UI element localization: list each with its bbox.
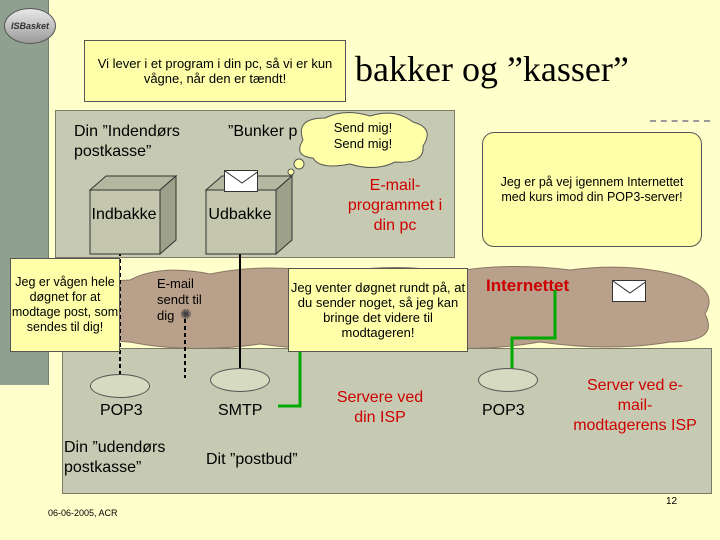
bunker-label: ”Bunker på entré bbox=[228, 123, 298, 140]
pop3-right-label: POP3 bbox=[482, 402, 525, 419]
envelope-icon bbox=[612, 280, 646, 302]
envelope-icon bbox=[224, 170, 258, 192]
smtp-cylinder bbox=[210, 368, 270, 392]
right-dashes bbox=[650, 120, 710, 123]
isbasket-logo: ISBasket bbox=[4, 8, 56, 44]
pc-callout: Vi lever i et program i din pc, så vi er… bbox=[84, 40, 346, 102]
waiting-callout: Jeg venter døgnet rundt på, at du sender… bbox=[288, 268, 468, 352]
email-sent-label: E-mail sendt til dig bbox=[157, 276, 202, 323]
travel-callout: Jeg er på vej igennem Internettet med ku… bbox=[482, 132, 702, 247]
send-me-bubble bbox=[287, 112, 428, 176]
send-me-text: Send mig! Send mig! bbox=[333, 120, 393, 151]
waiting-callout-text: Jeg venter døgnet rundt på, at du sender… bbox=[290, 280, 466, 340]
smtp-connector bbox=[278, 352, 302, 408]
inbox-label: Indbakke bbox=[91, 206, 157, 223]
inbox-box bbox=[88, 174, 178, 256]
pc-callout-text: Vi lever i et program i din pc, så vi er… bbox=[97, 56, 333, 86]
internet-label: Internettet bbox=[486, 276, 570, 295]
page-number: 12 bbox=[666, 496, 678, 507]
pop3-left-label: POP3 bbox=[100, 402, 143, 419]
pop3-connector bbox=[510, 290, 557, 372]
servers-isp-label: Servere ved din ISP bbox=[336, 389, 424, 426]
travel-callout-text: Jeg er på vej igennem Internettet med ku… bbox=[500, 174, 684, 204]
indoor-mailbox-label: Din ”Indendørs postkasse” bbox=[74, 123, 180, 160]
outdoor-mailbox-label: Din ”udendørs postkasse” bbox=[64, 439, 166, 476]
email-program-label: E-mail-programmet i din pc bbox=[347, 177, 443, 234]
footer-date: 06-06-2005, ACR bbox=[48, 508, 118, 518]
pop3-left-cylinder bbox=[90, 374, 150, 398]
slide-title: bakker og ”kasser” bbox=[355, 49, 629, 89]
awake-callout: Jeg er vågen hele døgnet for at modtage … bbox=[10, 258, 120, 352]
smtp-label: SMTP bbox=[218, 402, 263, 419]
outbox-label: Udbakke bbox=[208, 206, 272, 223]
postman-label: Dit ”postbud” bbox=[206, 451, 298, 468]
awake-callout-text: Jeg er vågen hele døgnet for at modtage … bbox=[11, 275, 119, 334]
email-spark-icon: ✺ bbox=[180, 306, 192, 322]
pop3-right-cylinder bbox=[478, 368, 538, 392]
server-recipient-label: Server ved e-mail-modtagerens ISP bbox=[573, 377, 697, 434]
